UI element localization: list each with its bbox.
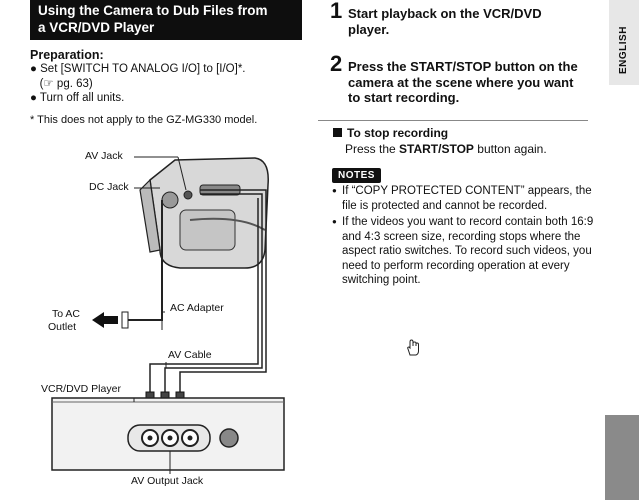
step-2-line3: to start recording.: [348, 90, 460, 105]
ac-adapter-label: AC Adapter: [170, 302, 224, 314]
stop-recording-title: To stop recording: [333, 126, 448, 140]
av-jack-label: AV Jack: [85, 150, 123, 162]
vcr-player-label: VCR/DVD Player: [41, 383, 121, 395]
language-side-tab: ENGLISH: [609, 0, 639, 85]
model-footnote: * This does not apply to the GZ-MG330 mo…: [30, 114, 258, 126]
language-side-tab-label: ENGLISH: [618, 26, 629, 74]
stop-body-prefix: Press the: [345, 142, 400, 156]
step-number: 2: [330, 51, 343, 76]
av-output-jack-label: AV Output Jack: [131, 475, 204, 487]
square-bullet-icon: [333, 128, 342, 137]
step-2-line1: Press the START/STOP button on the: [348, 59, 578, 74]
to-ac-outlet-label-1: To AC: [52, 308, 81, 320]
section-header-line1: Using the Camera to Dub Files from: [38, 3, 268, 18]
hand-cursor-icon: [407, 339, 419, 356]
stop-recording-title-text: To stop recording: [347, 126, 449, 140]
step-1-line2: player.: [348, 21, 390, 37]
av-cable-label: AV Cable: [168, 349, 212, 361]
camera-illustration: [139, 157, 269, 269]
step-1-line1: Start playback on the VCR/DVD: [348, 6, 542, 21]
stop-body-suffix: button again.: [473, 142, 547, 156]
step-2-line2: camera at the scene where you want: [348, 74, 574, 90]
notes-list: If “COPY PROTECTED CONTENT” appears, the…: [332, 184, 604, 290]
connection-diagram: [51, 156, 285, 474]
notes-badge: NOTES: [332, 168, 381, 183]
to-ac-outlet-label-2: Outlet: [48, 321, 77, 333]
preparation-title: Preparation:: [30, 48, 104, 62]
note-item: If “COPY PROTECTED CONTENT” appears, the…: [332, 184, 604, 213]
preparation-item: ● Set [SWITCH TO ANALOG I/O] to [I/O]*.: [30, 63, 246, 75]
preparation-list: ● Set [SWITCH TO ANALOG I/O] to [I/O]*. …: [30, 62, 320, 106]
section-header-line2: a VCR/DVD Player: [38, 20, 155, 35]
preparation-item: ● Turn off all units.: [30, 92, 125, 104]
step-1-text: Start playback on the VCR/DVD player.: [348, 6, 542, 37]
note-item: If the videos you want to record contain…: [332, 215, 604, 288]
section-header: Using the Camera to Dub Files from a VCR…: [30, 0, 302, 40]
step-number: 1: [330, 0, 343, 23]
preparation-item: (☞ pg. 63): [30, 77, 93, 90]
step-2-text: Press the START/STOP button on the camer…: [348, 59, 578, 106]
dc-jack-label: DC Jack: [89, 181, 129, 193]
stop-recording-body: Press the START/STOP button again.: [345, 142, 547, 156]
stop-body-button-name: START/STOP: [399, 142, 474, 156]
side-gray-block: [605, 415, 639, 500]
section-divider: [318, 120, 588, 121]
